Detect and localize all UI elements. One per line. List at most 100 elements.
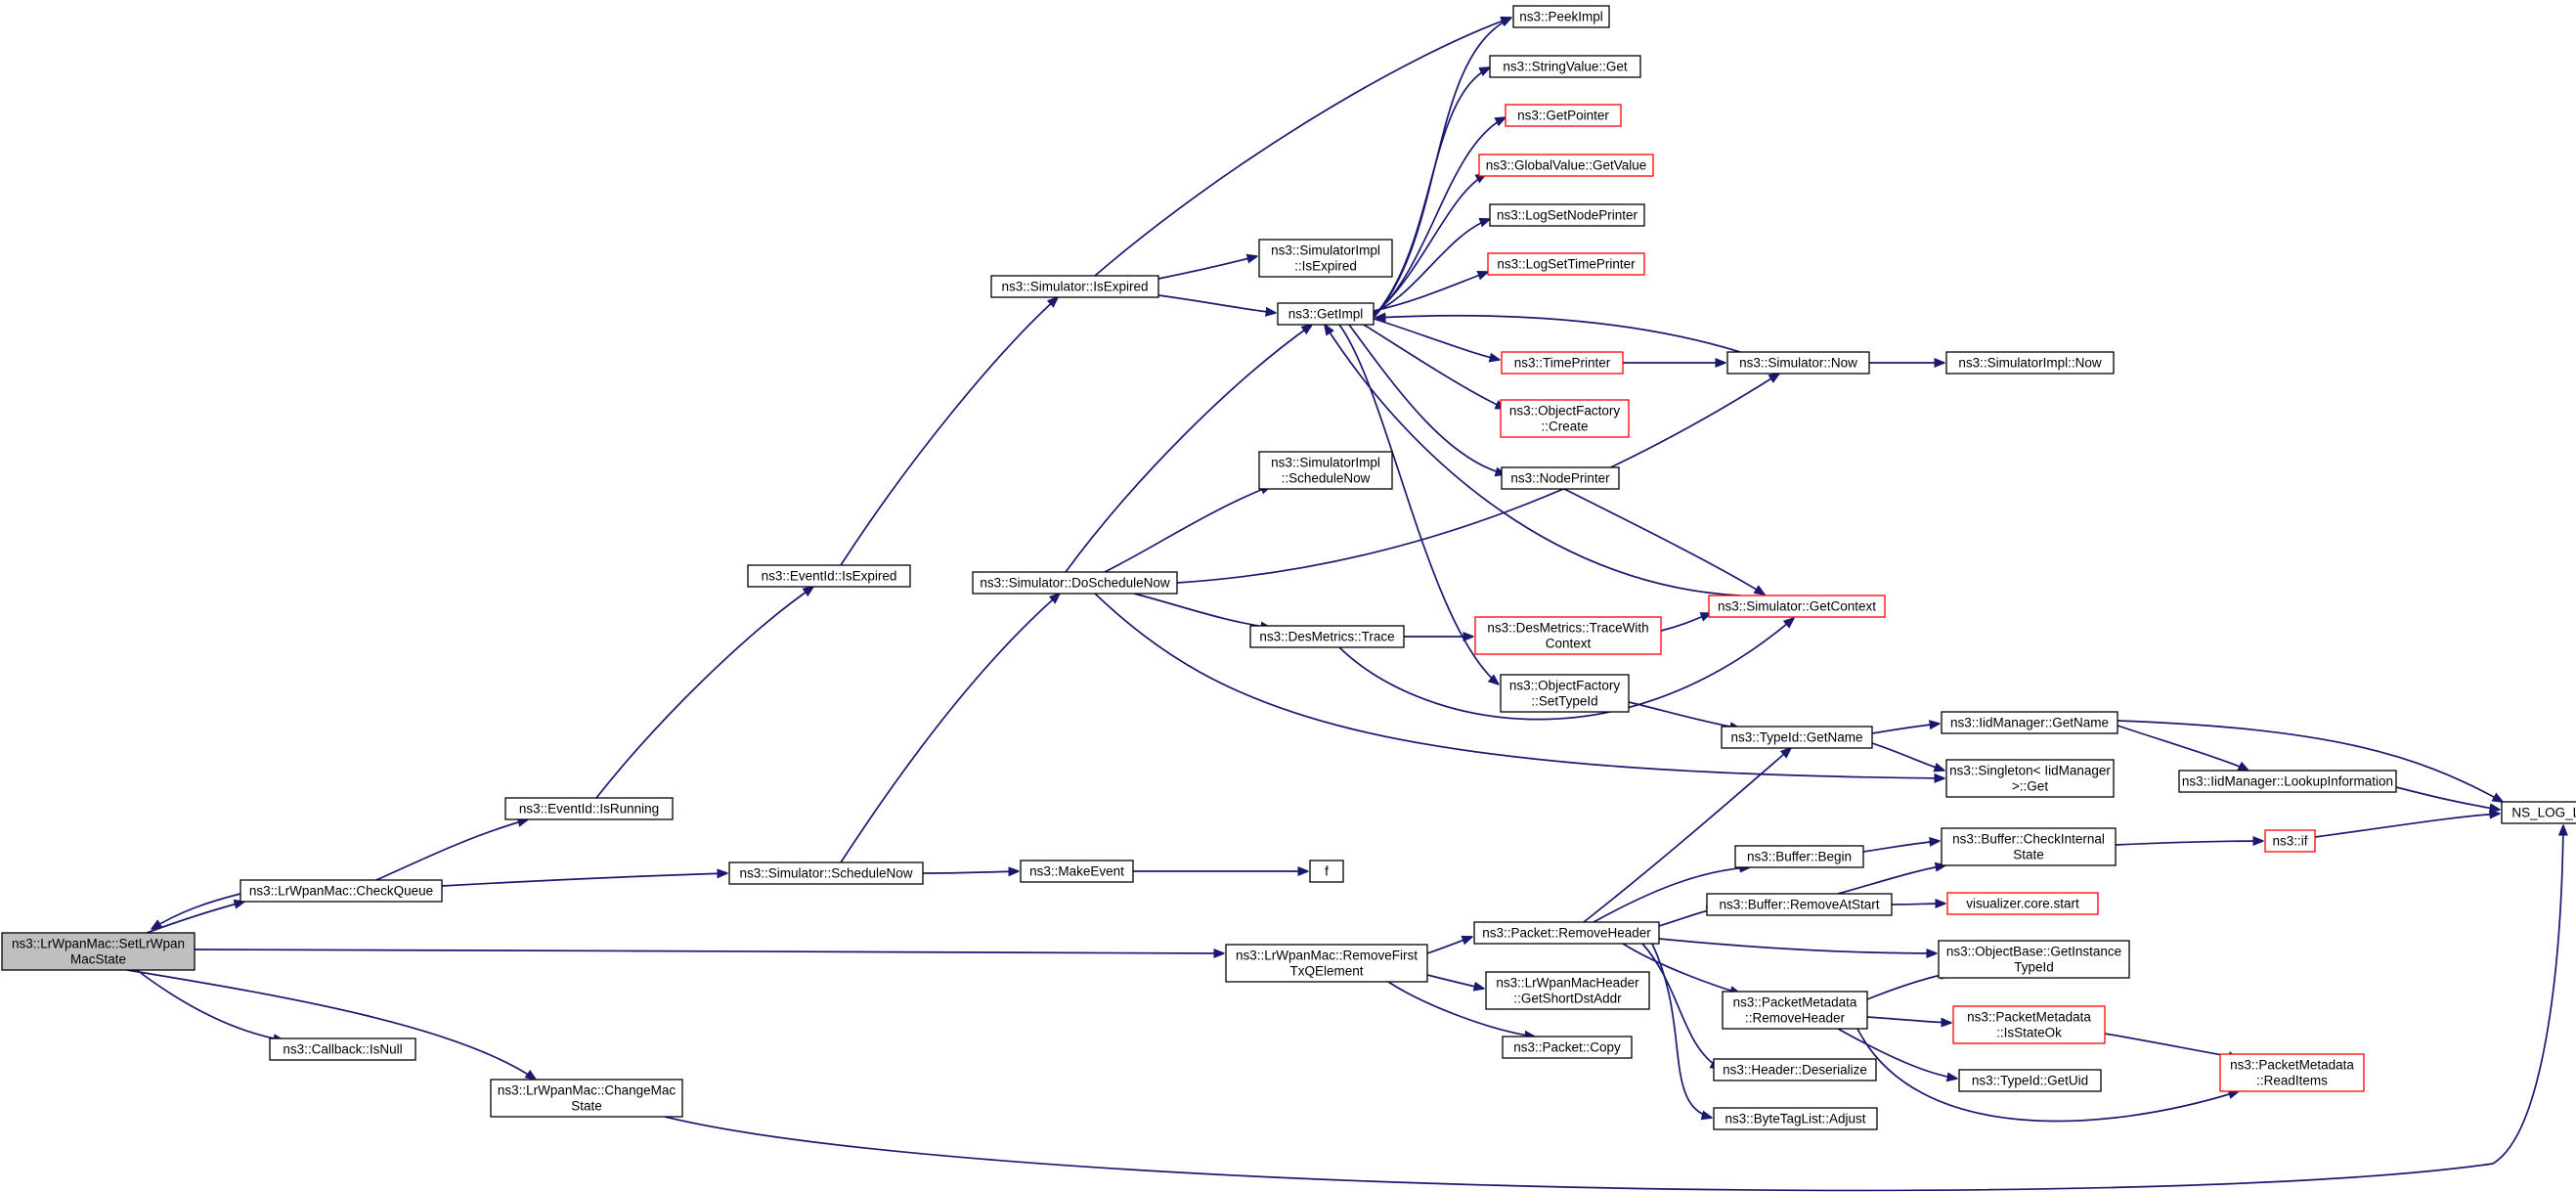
node-box — [1474, 616, 1662, 655]
node-label: ns3::TypeId::GetUid — [1972, 1074, 2088, 1088]
node-box — [1501, 466, 1620, 490]
node-checkqueue[interactable]: ns3::LrWpanMac::CheckQueue — [240, 879, 443, 903]
edge-root-to-removefirst — [194, 949, 1224, 953]
edge-schedulenow-to-makeevent — [922, 871, 1019, 873]
node-logsettimeprinter[interactable]: ns3::LogSetTimePrinter — [1487, 252, 1645, 276]
node-box — [2219, 1053, 2365, 1092]
node-singleton_get[interactable]: ns3::Singleton< IidManager >::Get — [1945, 759, 2115, 798]
node-label: ns3::EventId::IsExpired — [762, 569, 897, 584]
edge-getimpl-to-logsetnodeprinter — [1373, 219, 1490, 314]
node-eventid_isexpired[interactable]: ns3::EventId::IsExpired — [747, 564, 911, 588]
node-label: ns3::LogSetTimePrinter — [1497, 257, 1636, 272]
node-getshortdstaddr[interactable]: ns3::LrWpanMacHeader::GetShortDstAddr — [1485, 971, 1650, 1010]
node-box — [1500, 674, 1630, 713]
edge-pm_removeheader-to-pm_isstateok — [1866, 1016, 1951, 1023]
node-nodeprinter[interactable]: ns3::NodePrinter — [1501, 466, 1620, 490]
node-box — [1500, 399, 1630, 438]
node-f[interactable]: f — [1309, 860, 1344, 883]
node-peekimpl[interactable]: ns3::PeekImpl — [1512, 5, 1610, 28]
node-box — [728, 861, 924, 885]
node-header_deserialize[interactable]: ns3::Header::Deserialize — [1713, 1058, 1877, 1082]
node-doschedulenow[interactable]: ns3::Simulator::DoScheduleNow — [972, 571, 1178, 595]
edge-typeid_getname-to-singleton_get — [1871, 742, 1944, 771]
node-lookupinformation[interactable]: ns3::IidManager::LookupInformation — [2178, 770, 2397, 793]
node-visualizer_start[interactable]: visualizer.core.start — [1946, 892, 2099, 915]
node-simulator_now[interactable]: ns3::Simulator::Now — [1726, 351, 1870, 375]
edge-iidmanager_getname-to-lookupinformation — [2117, 725, 2249, 771]
node-label: ns3::if — [2272, 834, 2307, 849]
edge-doschedulenow-to-getimpl — [1065, 325, 1312, 573]
node-buffer_removeatstart[interactable]: ns3::Buffer::RemoveAtStart — [1706, 893, 1893, 916]
node-bytetaglist_adjust[interactable]: ns3::ByteTagList::Adjust — [1713, 1107, 1878, 1130]
node-typeid_getname[interactable]: ns3::TypeId::GetName — [1721, 726, 1873, 749]
node-pm_removeheader[interactable]: ns3::PacketMetadata::RemoveHeader — [1722, 991, 1868, 1030]
node-simimpl_isexpired[interactable]: ns3::SimulatorImpl::IsExpired — [1258, 239, 1393, 278]
node-globalvalue_getvalue[interactable]: ns3::GlobalValue::GetValue — [1478, 154, 1654, 177]
node-ns3_if[interactable]: ns3::if — [2264, 829, 2316, 853]
node-label: ns3::Buffer::RemoveAtStart — [1719, 898, 1879, 912]
edge-root-to-checkqueue — [146, 902, 244, 934]
edge-packet_removeheader-to-header_deserialize — [1641, 943, 1721, 1069]
edge-desmetrics_trace-to-getcontext — [1338, 618, 1794, 721]
node-objectfactory_settypeid[interactable]: ns3::ObjectFactory::SetTypeId — [1500, 674, 1630, 713]
node-buffer_begin[interactable]: ns3::Buffer::Begin — [1734, 845, 1864, 868]
node-box — [1945, 759, 2115, 798]
node-getcontext[interactable]: ns3::Simulator::GetContext — [1708, 595, 1886, 618]
edge-doschedulenow-to-singleton_get — [1094, 593, 1944, 778]
node-sim_isexpired[interactable]: ns3::Simulator::IsExpired — [990, 275, 1159, 298]
node-box — [1249, 625, 1405, 648]
node-box — [1941, 827, 2117, 866]
node-label: ::IsStateOk — [1996, 1026, 2062, 1040]
node-label: ns3::Simulator::ScheduleNow — [739, 866, 912, 881]
node-stringvalue_get[interactable]: ns3::StringValue::Get — [1489, 55, 1641, 78]
node-box — [972, 571, 1178, 595]
edge-removefirst-to-packet_copy — [1387, 981, 1535, 1037]
node-timeprinter[interactable]: ns3::TimePrinter — [1501, 351, 1624, 375]
node-objectfactory_create[interactable]: ns3::ObjectFactory::Create — [1500, 399, 1630, 438]
node-iidmanager_getname[interactable]: ns3::IidManager::GetName — [1941, 711, 2118, 734]
node-label: ::Create — [1541, 419, 1588, 434]
node-box — [1713, 1107, 1878, 1130]
edge-sim_isexpired-to-getimpl — [1157, 294, 1276, 313]
node-label: ns3::ObjectFactory — [1509, 679, 1621, 693]
edge-pm_removeheader-to-pm_readitems — [1856, 1028, 2239, 1123]
node-packet_copy[interactable]: ns3::Packet::Copy — [1502, 1036, 1633, 1059]
edge-getcontext-to-getimpl — [1325, 325, 1741, 596]
edge-buffer_begin-to-buffer_checkinternalstate — [1862, 841, 1940, 853]
node-box — [1487, 252, 1645, 276]
edge-getimpl-to-nodeprinter — [1348, 324, 1506, 474]
edge-buffer_removeatstart-to-visualizer_start — [1891, 904, 1945, 905]
node-getpointer[interactable]: ns3::GetPointer — [1505, 104, 1622, 127]
node-packet_removeheader[interactable]: ns3::Packet::RemoveHeader — [1473, 921, 1660, 945]
node-label: ns3::SimulatorImpl — [1271, 243, 1380, 258]
node-eventid_isrunning[interactable]: ns3::EventId::IsRunning — [504, 797, 674, 820]
node-pm_readitems[interactable]: ns3::PacketMetadata::ReadItems — [2219, 1053, 2365, 1092]
node-box — [1258, 239, 1393, 278]
node-schedulenow[interactable]: ns3::Simulator::ScheduleNow — [728, 861, 924, 885]
node-typeid_getuid[interactable]: ns3::TypeId::GetUid — [1958, 1069, 2102, 1092]
node-callback_isnull[interactable]: ns3::Callback::IsNull — [269, 1037, 416, 1061]
node-desmetrics_trace[interactable]: ns3::DesMetrics::Trace — [1249, 625, 1405, 648]
edge-buffer_removeatstart-to-buffer_checkinternalstate — [1837, 865, 1945, 895]
node-box — [1225, 944, 1428, 983]
node-simimpl_schedulenow[interactable]: ns3::SimulatorImpl::ScheduleNow — [1258, 451, 1393, 490]
node-simimpl_now[interactable]: ns3::SimulatorImpl::Now — [1945, 351, 2115, 375]
node-box — [1726, 351, 1870, 375]
node-ns_log_logic[interactable]: NS_LOG_LOGIC — [2501, 801, 2576, 824]
edge-packet_removeheader-to-buffer_begin — [1593, 867, 1750, 923]
node-getimpl[interactable]: ns3::GetImpl — [1277, 302, 1375, 326]
edge-removefirst-to-getshortdstaddr — [1426, 974, 1484, 989]
node-box — [1713, 1058, 1877, 1082]
node-logsetnodeprinter[interactable]: ns3::LogSetNodePrinter — [1489, 203, 1645, 227]
edge-packet_removeheader-to-bytetaglist_adjust — [1651, 943, 1712, 1118]
node-makeevent[interactable]: ns3::MakeEvent — [1020, 860, 1134, 883]
edge-checkqueue-to-schedulenow — [441, 873, 727, 887]
node-pm_isstateok[interactable]: ns3::PacketMetadata::IsStateOk — [1952, 1005, 2106, 1044]
